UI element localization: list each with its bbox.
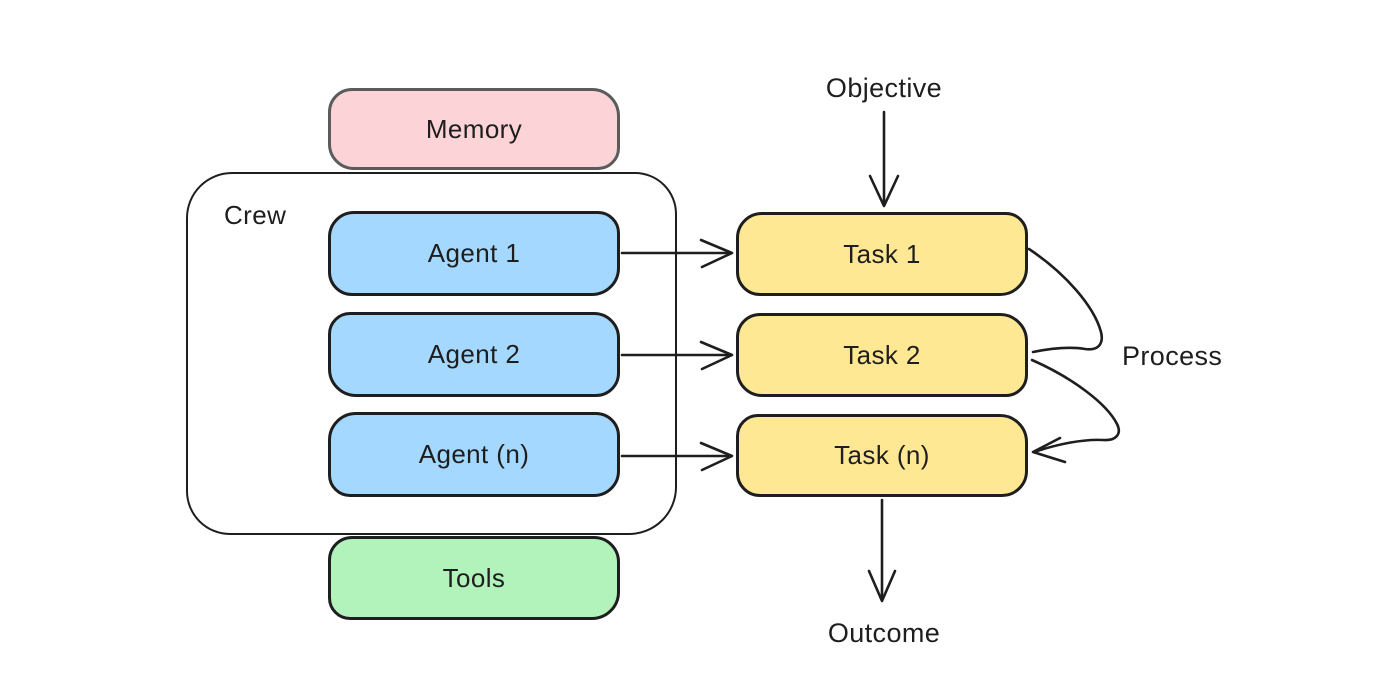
outcome-arrow-head bbox=[867, 569, 897, 603]
task-2-node: Task 2 bbox=[736, 313, 1028, 397]
task1-task2-process-curve bbox=[1027, 247, 1104, 354]
task2-taskn-process-curve bbox=[1030, 358, 1121, 453]
agent-n-label: Agent (n) bbox=[418, 439, 530, 469]
agent-n-node: Agent (n) bbox=[328, 412, 620, 497]
task-n-label: Task (n) bbox=[834, 440, 930, 470]
tools-label: Tools bbox=[442, 562, 506, 593]
process-label: Process bbox=[1122, 341, 1223, 371]
agent1-task1-arrow-head bbox=[699, 238, 734, 269]
memory-node: Memory bbox=[328, 88, 620, 170]
tools-node: Tools bbox=[328, 536, 620, 620]
agent-1-label: Agent 1 bbox=[427, 238, 521, 268]
agent-2-label: Agent 2 bbox=[427, 339, 521, 369]
crew-label: Crew bbox=[224, 200, 287, 230]
task2-taskn-process-arrow-head bbox=[1031, 436, 1067, 464]
agent-1-node: Agent 1 bbox=[328, 211, 620, 296]
agent-2-node: Agent 2 bbox=[328, 312, 620, 397]
task-2-label: Task 2 bbox=[843, 339, 921, 370]
task-1-node: Task 1 bbox=[736, 212, 1028, 296]
objective-label: Objective bbox=[825, 73, 943, 103]
outcome-label: Outcome bbox=[827, 618, 941, 648]
agentn-taskn-arrow-head bbox=[699, 441, 734, 472]
task-1-label: Task 1 bbox=[843, 238, 921, 269]
agent2-task2-arrow-head bbox=[699, 340, 734, 371]
task-n-node: Task (n) bbox=[736, 414, 1028, 497]
memory-label: Memory bbox=[425, 113, 523, 144]
objective-arrow-head bbox=[868, 174, 900, 208]
